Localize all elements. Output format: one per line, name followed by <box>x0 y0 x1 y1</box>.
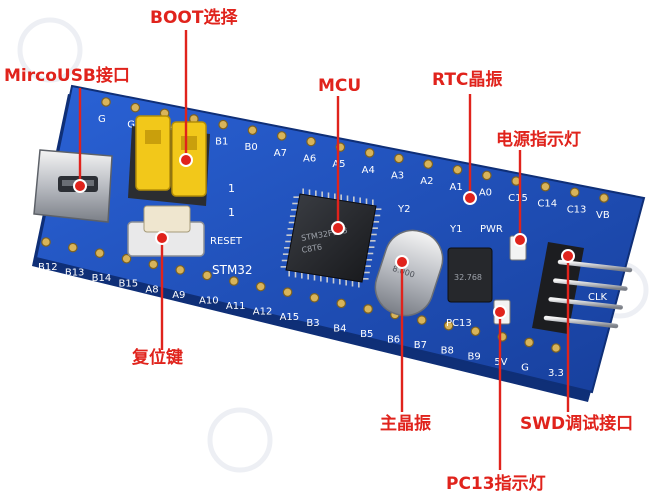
bottom-pin-hole <box>470 326 481 337</box>
top-header <box>101 97 609 203</box>
callout-rtc: RTC晶振 <box>432 70 503 90</box>
callout-main-crystal: 主晶振 <box>380 414 431 434</box>
bottom-pin-label: B12 <box>38 262 58 273</box>
svg-text:C8T6: C8T6 <box>301 242 323 254</box>
top-pin-label: B0 <box>244 142 257 153</box>
callout-dots <box>73 153 575 319</box>
bottom-pin-hole <box>148 259 159 270</box>
top-pin-hole <box>599 193 609 203</box>
top-pin-label: A3 <box>391 170 404 181</box>
bottom-pin-hole <box>309 292 320 303</box>
top-pin-label: A4 <box>362 165 375 176</box>
top-pin-label: G <box>98 114 106 125</box>
bottom-pin-label: A11 <box>226 301 246 312</box>
top-pin-hole <box>364 148 375 158</box>
bottom-pin-hole <box>416 315 427 325</box>
callout-boot: BOOT选择 <box>150 8 238 28</box>
top-pin-label: VB <box>596 210 610 221</box>
top-pin-hole <box>482 170 492 181</box>
top-pin-hole <box>306 136 316 147</box>
bottom-pin-hole <box>175 265 186 275</box>
callout-swd: SWD调试接口 <box>520 414 634 434</box>
pc13-silk: PC13 <box>446 318 472 329</box>
bottom-pin-label: B3 <box>306 318 319 329</box>
bottom-pin-label: B8 <box>441 346 454 357</box>
bottom-pin-hole <box>94 248 105 258</box>
bottom-pin-hole <box>229 276 239 286</box>
bottom-pin-label: B9 <box>467 351 480 362</box>
callout-mcu: MCU <box>318 76 362 96</box>
bottom-pin-hole <box>524 337 534 348</box>
boot1-silk: 1 <box>228 182 235 195</box>
bottom-pin-label: B6 <box>387 335 400 346</box>
reset-silk: RESET <box>210 236 243 247</box>
bottom-pin-hole <box>551 343 561 353</box>
top-pin-label: A0 <box>479 187 492 198</box>
top-pin-label: C15 <box>508 193 528 204</box>
top-pin-hole <box>423 159 434 169</box>
callout-reset-key: 复位键 <box>132 348 183 368</box>
y1-silk: Y1 <box>449 224 462 235</box>
top-pin-label: A7 <box>274 148 287 159</box>
bottom-pin-hole <box>202 270 212 281</box>
top-pin-hole <box>540 181 551 192</box>
callout-pc13-led: PC13指示灯 <box>446 474 546 494</box>
top-pin-hole <box>276 131 287 141</box>
bottom-pin-label: A9 <box>172 290 185 301</box>
top-pin-label: A2 <box>420 176 433 187</box>
pwr-silk: PWR <box>480 224 503 235</box>
top-pin-label: G <box>127 120 135 131</box>
bottom-pin-label: A10 <box>199 295 219 306</box>
top-pin-label: C13 <box>567 204 587 215</box>
callout-leaders <box>78 30 570 470</box>
top-pin-hole <box>452 164 463 175</box>
bottom-pin-label: A8 <box>145 284 158 295</box>
bottom-pin-label: B13 <box>65 268 85 279</box>
bottom-pin-hole <box>443 320 454 331</box>
watermark <box>17 17 649 473</box>
bottom-pin-label: B14 <box>92 273 112 284</box>
top-pin-hole <box>394 153 404 164</box>
bottom-pin-label: 3.3 <box>548 368 564 379</box>
bottom-pin-hole <box>336 298 347 309</box>
top-pin-label: C14 <box>537 199 557 210</box>
top-pin-hole <box>218 119 228 130</box>
top-pin-hole <box>247 125 258 136</box>
reset-button: RESET <box>127 205 243 257</box>
mcu-chip: STM32F103 C8T6 <box>280 188 382 288</box>
rtc-crystal-silk: 32.768 <box>454 273 482 282</box>
top-pin-label: A1 <box>450 182 463 193</box>
swd-header: CLK <box>532 242 633 334</box>
top-pin-labels: GGB11B10B1B0A7A6A5A4A3A2A1A0C15C14C13VB <box>98 114 610 221</box>
callout-micro-usb: MircoUSB接口 <box>4 66 130 86</box>
model-silk: STM32 <box>212 263 253 277</box>
bottom-pin-label: B4 <box>333 323 346 334</box>
bottom-pin-hole <box>41 237 51 247</box>
bottom-pin-hole <box>68 242 78 253</box>
bottom-pin-hole <box>363 304 373 314</box>
swd-clk-silk: CLK <box>588 292 608 303</box>
y2-silk: Y2 <box>397 204 410 215</box>
bottom-pin-label: B7 <box>414 340 427 351</box>
bottom-pin-label: A12 <box>253 307 273 318</box>
top-pin-label: A6 <box>303 154 316 165</box>
top-pin-hole <box>130 102 141 113</box>
top-pin-hole <box>101 97 111 107</box>
bottom-pin-label: A15 <box>280 312 300 323</box>
rtc-crystal: 32.768 <box>447 247 493 303</box>
bottom-pin-label: G <box>521 362 529 373</box>
boot0-silk: 1 <box>228 206 235 219</box>
bottom-pin-hole <box>255 281 266 292</box>
bottom-header <box>41 237 561 353</box>
bottom-pin-label: B15 <box>119 279 139 290</box>
top-pin-hole <box>569 187 580 198</box>
bottom-pin-hole <box>121 253 132 264</box>
bottom-pin-hole <box>282 287 293 298</box>
callout-power-led: 电源指示灯 <box>496 130 581 150</box>
bottom-pin-label: B5 <box>360 329 373 340</box>
main-crystal: 8.000 <box>374 229 444 317</box>
top-pin-label: B1 <box>215 137 228 148</box>
